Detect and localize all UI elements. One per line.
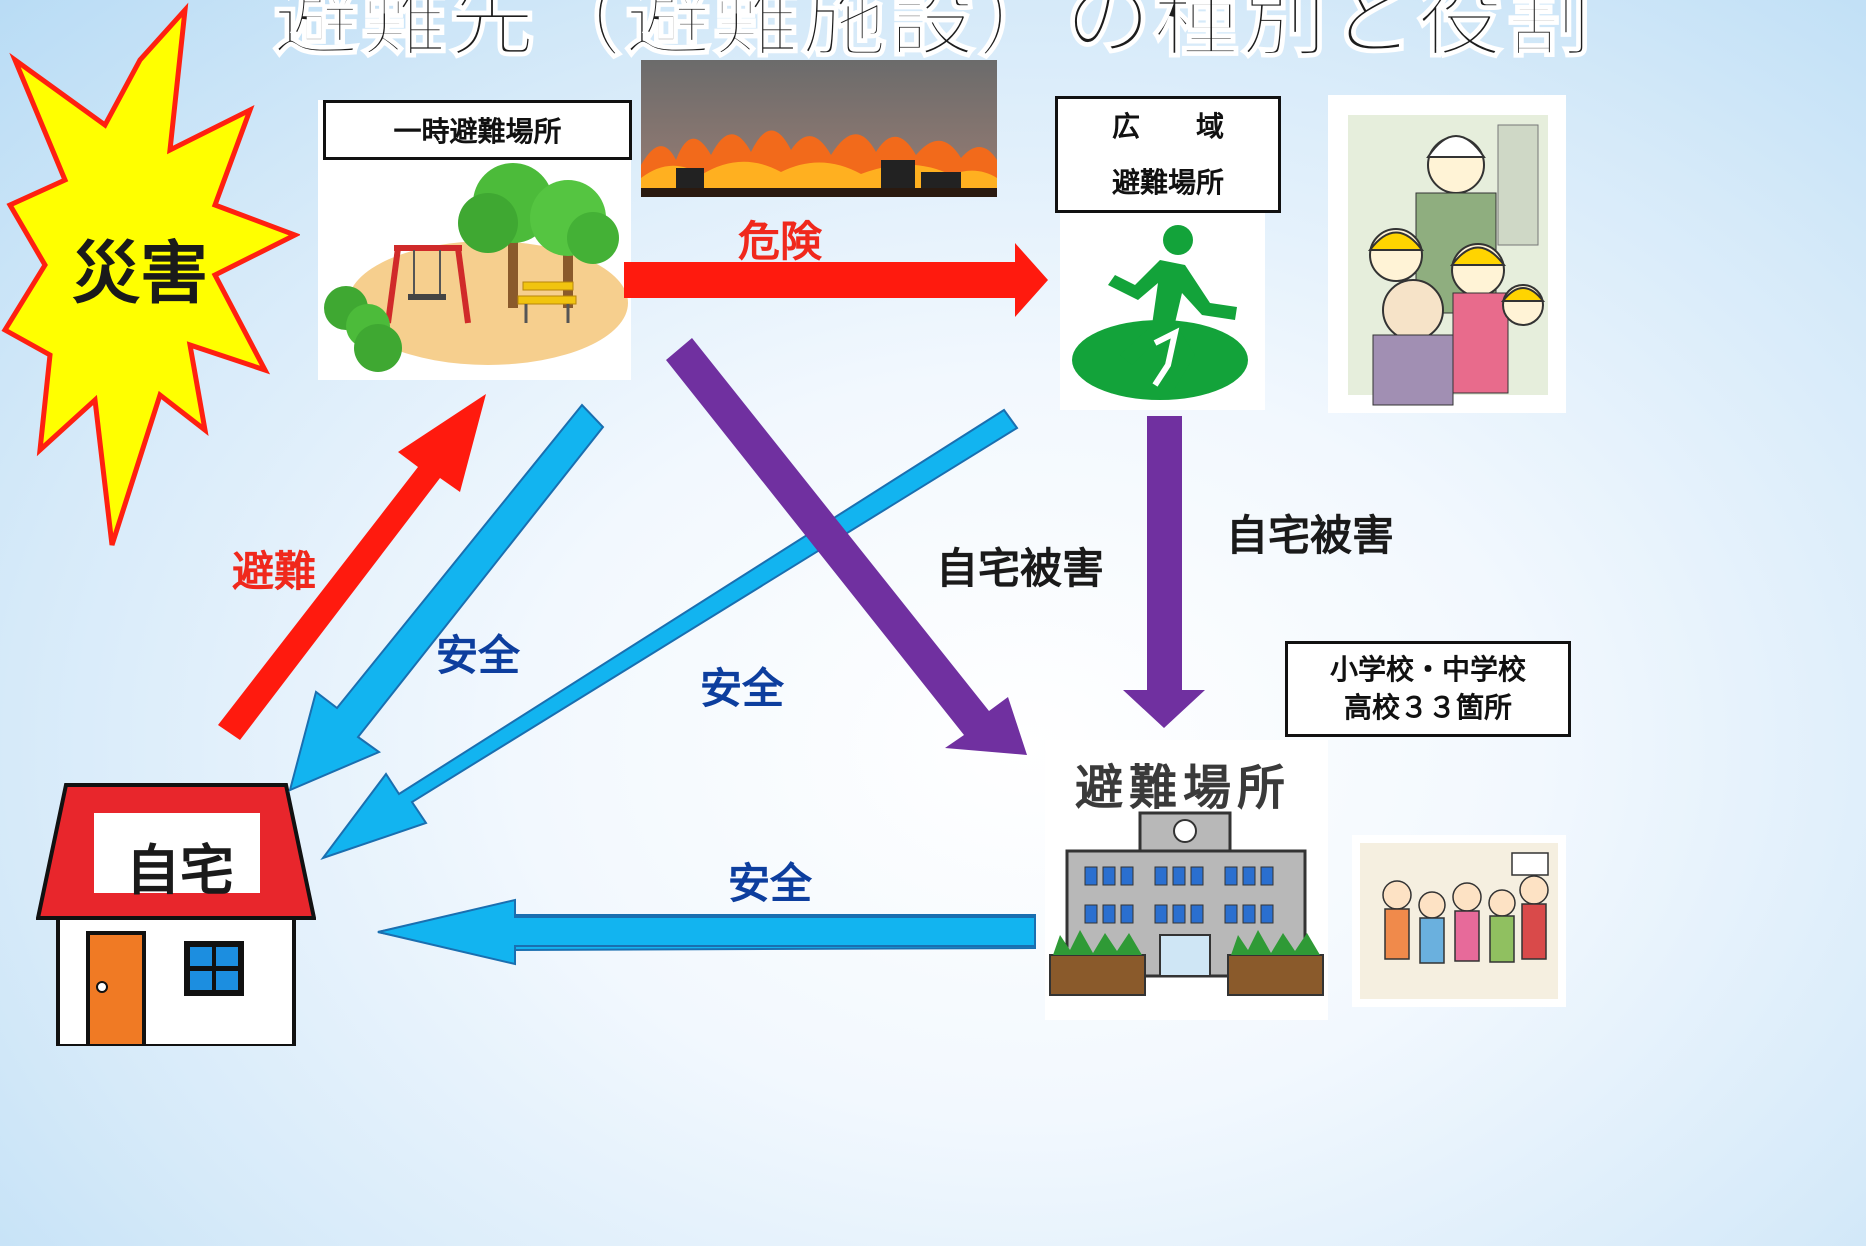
- safe-arrow-temp: [288, 403, 605, 792]
- school-building-icon: [1049, 811, 1324, 996]
- evacuate-arrow: [218, 394, 486, 740]
- wide-area-label-line2: 避難場所: [1111, 165, 1224, 199]
- children-evacuation-image: [1352, 835, 1566, 1007]
- temporary-site-label: 一時避難場所: [323, 100, 632, 160]
- safe-label-temp: 安全: [436, 631, 521, 680]
- home-label: 自宅: [126, 839, 234, 902]
- evacuate-label: 避難: [232, 547, 317, 596]
- danger-arrow: [624, 243, 1048, 317]
- school-label: 小学校・中学校 高校３３箇所: [1285, 641, 1571, 737]
- wide-area-site-label: 広 域 避難場所: [1055, 96, 1281, 213]
- danger-label: 危険: [738, 217, 823, 266]
- damage-label-temp: 自宅被害: [936, 544, 1105, 593]
- park-illustration: [324, 163, 628, 372]
- damage-arrow-temp: [666, 338, 1027, 755]
- damage-arrow-wide: [1123, 416, 1205, 728]
- disaster-label: 災害: [72, 235, 209, 314]
- school-label-line1: 小学校・中学校: [1329, 653, 1526, 686]
- rescue-workers-image: [1328, 95, 1566, 413]
- home-icon: [36, 783, 316, 1046]
- school-label-line2: 高校３３箇所: [1343, 691, 1512, 724]
- shelter-sign: 避難場所: [1075, 760, 1292, 816]
- safe-arrow-wide: [320, 408, 1019, 860]
- damage-label-wide: 自宅被害: [1226, 511, 1395, 560]
- page-title: 避難先（避難施設）の種別と役割: [272, 0, 1593, 70]
- fire-image: [641, 60, 997, 197]
- emergency-exit-icon: [1072, 225, 1248, 400]
- disaster-starburst: [1, 2, 300, 546]
- safe-label-wide: 安全: [700, 664, 785, 713]
- safe-label-shelter: 安全: [728, 859, 813, 908]
- wide-area-label-line1: 広 域: [1111, 109, 1224, 143]
